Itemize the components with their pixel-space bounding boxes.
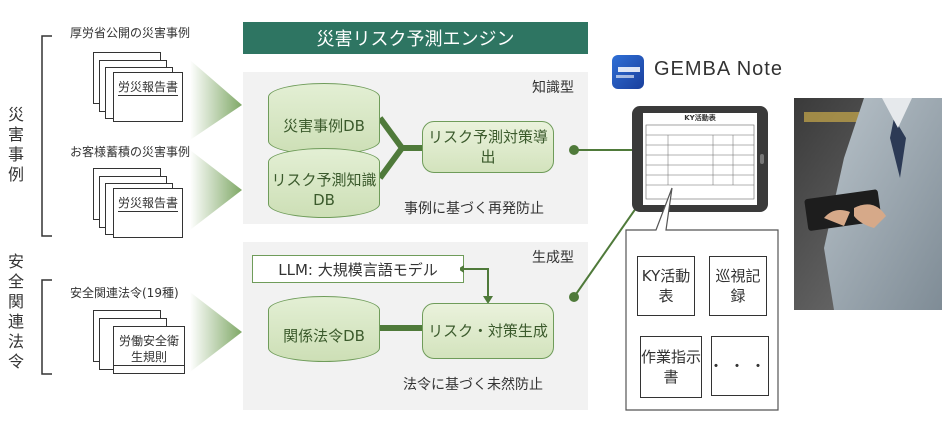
- report-doc-customer: 労災報告書: [113, 188, 183, 238]
- db-to-output-connector: [380, 325, 424, 331]
- source-title-customer: お客様蓄積の災害事例: [70, 145, 191, 159]
- generative-caption: 法令に基づく未然防止: [403, 377, 543, 393]
- report-doc-mhlw: 労災報告書: [113, 72, 183, 122]
- arrow-knowledge-1: [190, 60, 242, 140]
- tablet-screen: KY活動表: [643, 113, 757, 205]
- arrow-generative: [190, 292, 242, 372]
- brand-name: GEMBA Note: [654, 58, 783, 80]
- side-label-safety-laws: 安全関連法令: [7, 252, 24, 371]
- source-title-mhlw: 厚労省公開の災害事例: [70, 26, 191, 40]
- gemba-note-logo: [612, 55, 644, 89]
- source-title-laws: 安全関連法令(19種): [70, 286, 179, 300]
- output-card-ky: KY活動表: [637, 256, 695, 316]
- arrow-knowledge-2: [190, 150, 242, 230]
- input-arrows: [190, 60, 242, 372]
- engine-header: 災害リスク予測エンジン: [243, 22, 588, 54]
- db-disaster-cases: 災害事例DB: [268, 83, 380, 155]
- llm-box: LLM: 大規模言語モデル: [252, 255, 464, 283]
- tablet-form-grid: [645, 124, 755, 200]
- output-card-instructions: 作業指示書: [640, 336, 702, 398]
- law-doc: 労働安全衛生規則: [113, 326, 185, 374]
- db-related-laws: 関係法令DB: [268, 296, 380, 362]
- output-card-more: ・・・: [709, 336, 769, 396]
- left-brackets: [41, 35, 52, 375]
- knowledge-panel-label: 知識型: [532, 80, 574, 96]
- side-label-disaster-cases: 災害事例: [7, 105, 24, 184]
- llm-to-output-arrow: [460, 265, 493, 304]
- risk-measure-generation: リスク・対策生成: [422, 303, 554, 359]
- tablet-doc-title: KY活動表: [684, 114, 716, 122]
- worker-photo: [794, 98, 942, 310]
- risk-measure-derivation: リスク予測対策導出: [422, 121, 554, 173]
- tablet-device: KY活動表: [632, 106, 768, 212]
- knowledge-caption: 事例に基づく再発防止: [404, 201, 544, 217]
- knowledge-merge-connector: [380, 116, 425, 180]
- generative-panel-label: 生成型: [532, 250, 574, 266]
- output-card-patrol: 巡視記録: [709, 256, 767, 316]
- db-risk-knowledge: リスク予測知識DB: [268, 148, 380, 218]
